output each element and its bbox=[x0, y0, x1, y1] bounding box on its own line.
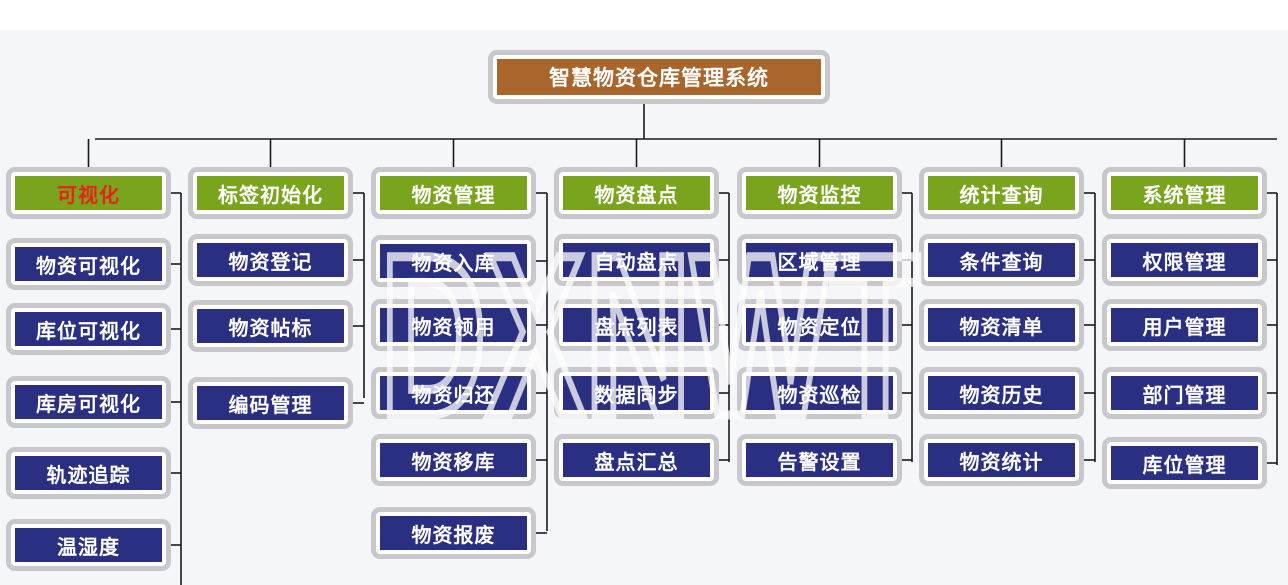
function-node: 轨迹追踪 bbox=[6, 447, 171, 499]
function-node: 用户管理 bbox=[1102, 299, 1267, 351]
function-node: 物资移库 bbox=[371, 434, 536, 486]
function-node-label: 物资定位 bbox=[746, 308, 893, 342]
category-header-label: 物资盘点 bbox=[563, 176, 710, 210]
category-header-1: 标签初始化 bbox=[188, 167, 353, 219]
function-node-label: 物资归还 bbox=[380, 376, 527, 410]
function-node: 自动盘点 bbox=[554, 234, 719, 286]
category-header-3: 物资盘点 bbox=[554, 167, 719, 219]
category-header-label: 标签初始化 bbox=[197, 176, 344, 210]
function-node-label: 物资领用 bbox=[380, 308, 527, 342]
top-margin bbox=[0, 0, 1288, 30]
function-node-label: 物资登记 bbox=[197, 243, 344, 277]
function-node: 编码管理 bbox=[188, 377, 353, 429]
function-node: 物资登记 bbox=[188, 234, 353, 286]
function-node: 库位管理 bbox=[1102, 437, 1267, 489]
function-node: 物资报废 bbox=[371, 507, 536, 559]
function-node-label: 用户管理 bbox=[1111, 308, 1258, 342]
function-node: 温湿度 bbox=[6, 519, 171, 571]
function-node: 物资定位 bbox=[737, 299, 902, 351]
function-node: 物资巡检 bbox=[737, 367, 902, 419]
function-node: 数据同步 bbox=[554, 367, 719, 419]
function-node: 物资统计 bbox=[919, 434, 1084, 486]
function-node: 条件查询 bbox=[919, 234, 1084, 286]
function-node: 物资历史 bbox=[919, 367, 1084, 419]
function-node-label: 物资入库 bbox=[380, 244, 527, 278]
function-node: 物资帖标 bbox=[188, 300, 353, 352]
function-node: 库房可视化 bbox=[6, 376, 171, 428]
category-header-6: 系统管理 bbox=[1102, 167, 1267, 219]
root-node: 智慧物资仓库管理系统 bbox=[488, 50, 830, 104]
function-node-label: 库位管理 bbox=[1111, 446, 1258, 480]
function-node-label: 温湿度 bbox=[15, 528, 162, 562]
function-node-label: 库位可视化 bbox=[15, 312, 162, 346]
function-node-label: 数据同步 bbox=[563, 376, 710, 410]
category-header-4: 物资监控 bbox=[737, 167, 902, 219]
function-node-label: 物资统计 bbox=[928, 443, 1075, 477]
function-node: 物资领用 bbox=[371, 299, 536, 351]
function-node-label: 部门管理 bbox=[1111, 376, 1258, 410]
category-header-label: 系统管理 bbox=[1111, 176, 1258, 210]
root-label: 智慧物资仓库管理系统 bbox=[497, 59, 821, 95]
function-node-label: 盘点列表 bbox=[563, 308, 710, 342]
category-header-label: 统计查询 bbox=[928, 176, 1075, 210]
function-node-label: 编码管理 bbox=[197, 386, 344, 420]
category-header-label: 可视化 bbox=[15, 176, 162, 210]
function-node-label: 物资帖标 bbox=[197, 309, 344, 343]
category-header-0: 可视化 bbox=[6, 167, 171, 219]
function-node: 物资可视化 bbox=[6, 238, 171, 290]
function-node-label: 盘点汇总 bbox=[563, 443, 710, 477]
category-header-label: 物资监控 bbox=[746, 176, 893, 210]
category-header-5: 统计查询 bbox=[919, 167, 1084, 219]
function-node-label: 区域管理 bbox=[746, 243, 893, 277]
function-node-label: 库房可视化 bbox=[15, 385, 162, 419]
function-node: 物资入库 bbox=[371, 235, 536, 287]
category-header-2: 物资管理 bbox=[371, 167, 536, 219]
function-node-label: 告警设置 bbox=[746, 443, 893, 477]
function-node-label: 物资可视化 bbox=[15, 247, 162, 281]
function-node: 盘点汇总 bbox=[554, 434, 719, 486]
function-node-label: 轨迹追踪 bbox=[15, 456, 162, 490]
function-node: 库位可视化 bbox=[6, 303, 171, 355]
function-node: 盘点列表 bbox=[554, 299, 719, 351]
function-node: 物资清单 bbox=[919, 299, 1084, 351]
function-node-label: 物资移库 bbox=[380, 443, 527, 477]
function-node-label: 权限管理 bbox=[1111, 243, 1258, 277]
function-node: 告警设置 bbox=[737, 434, 902, 486]
function-node: 权限管理 bbox=[1102, 234, 1267, 286]
function-node-label: 自动盘点 bbox=[563, 243, 710, 277]
category-header-label: 物资管理 bbox=[380, 176, 527, 210]
function-node-label: 条件查询 bbox=[928, 243, 1075, 277]
function-node-label: 物资报废 bbox=[380, 516, 527, 550]
function-node-label: 物资巡检 bbox=[746, 376, 893, 410]
function-node: 物资归还 bbox=[371, 367, 536, 419]
function-node: 部门管理 bbox=[1102, 367, 1267, 419]
function-node-label: 物资历史 bbox=[928, 376, 1075, 410]
function-node-label: 物资清单 bbox=[928, 308, 1075, 342]
function-node: 区域管理 bbox=[737, 234, 902, 286]
